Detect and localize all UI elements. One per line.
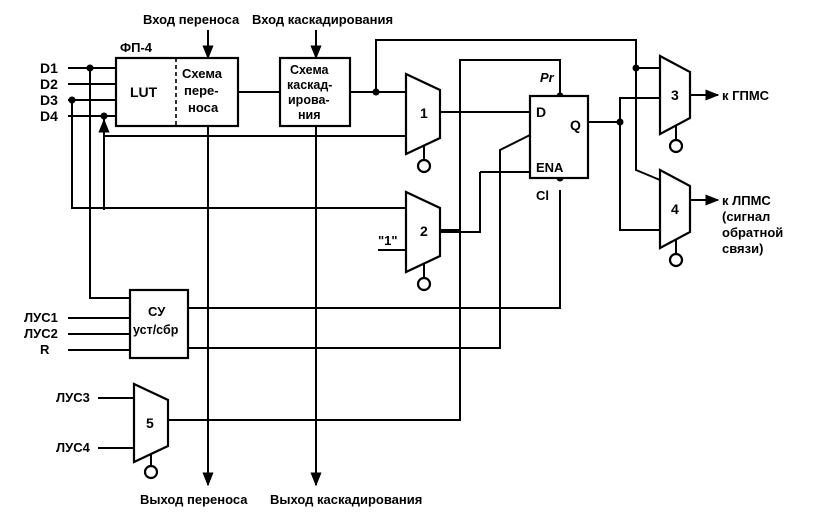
out-lpms-line3: обратной [722, 225, 783, 240]
mux-2-number: 2 [420, 223, 428, 239]
cu-input-r: R [40, 342, 50, 357]
trigger-pr: Pr [540, 70, 555, 85]
cascade-scheme-block [278, 56, 352, 128]
const-one-label: "1" [378, 233, 398, 248]
mux-2 [404, 190, 442, 292]
mux-3 [658, 54, 692, 154]
mux-4 [658, 168, 692, 268]
input-d1: D1 [40, 60, 58, 76]
wires [68, 30, 720, 487]
input-d3: D3 [40, 92, 58, 108]
mux5-input-lus4: ЛУС4 [56, 440, 91, 455]
cascade-scheme-line2: каскад- [287, 78, 332, 92]
out-lpms-line2: (сигнал [722, 209, 770, 224]
mux-4-number: 4 [671, 201, 679, 217]
carry-scheme-line2: пере- [184, 83, 219, 98]
mux5-input-lus3: ЛУС3 [56, 390, 90, 405]
cu-line2: уст/сбр [133, 323, 179, 337]
trigger-cl: Cl [536, 188, 549, 203]
mux-1-number: 1 [420, 105, 428, 121]
cascade-scheme-line3: ирова- [288, 93, 330, 107]
mux-5-number: 5 [146, 415, 154, 431]
out-gpms-label: к ГПМС [722, 88, 770, 103]
carry-scheme-line1: Схема [182, 66, 223, 81]
carry-out-label: Выход переноса [140, 492, 248, 507]
cu-input-lus1: ЛУС1 [24, 310, 58, 325]
out-lpms-line4: связи) [722, 241, 763, 256]
cascade-in-label: Вход каскадирования [252, 12, 393, 27]
carry-scheme-line3: носа [188, 100, 219, 115]
cu-block [128, 288, 190, 360]
mux-5 [132, 382, 170, 480]
fp4-block [114, 56, 240, 128]
out-lpms-line1: к ЛПМС [722, 193, 771, 208]
trigger-d: D [536, 104, 546, 120]
cascade-out-label: Выход каскадирования [270, 492, 422, 507]
input-d4: D4 [40, 108, 58, 124]
cascade-scheme-line4: ния [298, 108, 321, 122]
cascade-scheme-line1: Схема [290, 63, 330, 77]
trigger-q: Q [570, 117, 581, 133]
trigger-ena: ENA [536, 160, 564, 175]
lut-label: LUT [130, 84, 158, 100]
trigger-block [528, 94, 590, 180]
cu-line1: СУ [148, 304, 166, 319]
input-d2: D2 [40, 76, 58, 92]
cu-input-lus2: ЛУС2 [24, 326, 58, 341]
mux-1 [404, 72, 442, 174]
mux-3-number: 3 [671, 87, 679, 103]
carry-in-label: Вход переноса [143, 12, 240, 27]
fp4-label: ФП-4 [120, 40, 153, 55]
